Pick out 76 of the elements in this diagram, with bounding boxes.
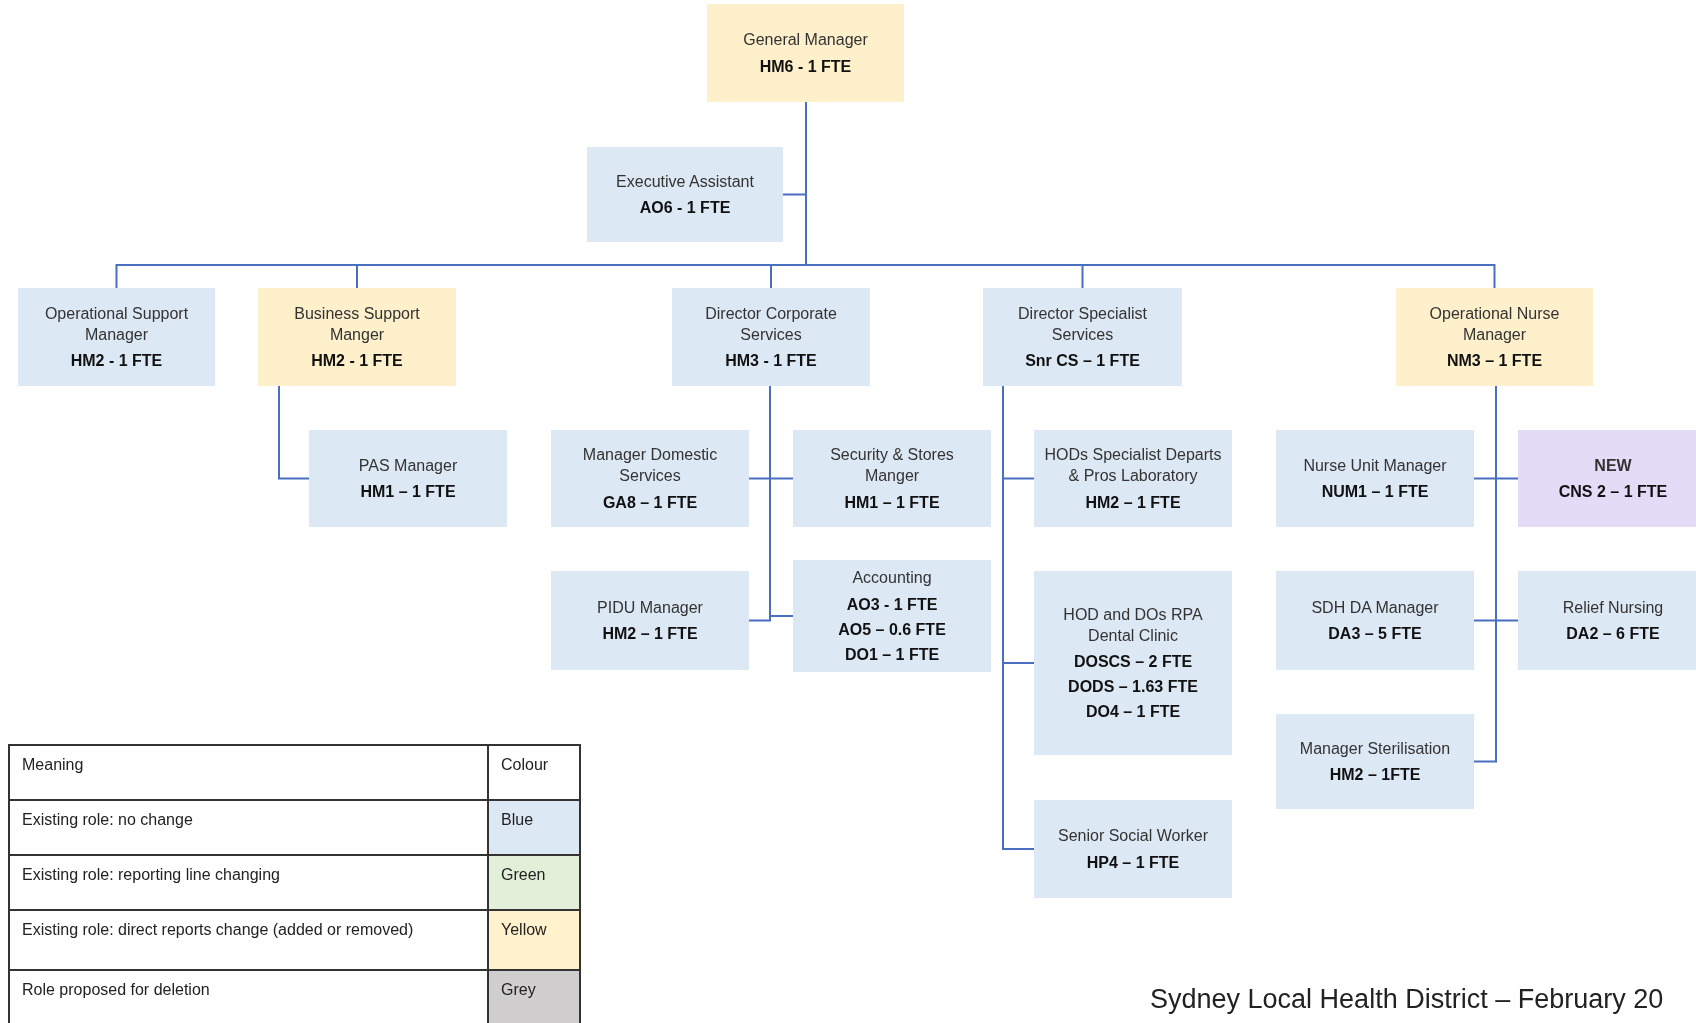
role-title: HOD and DOs RPA Dental Clinic bbox=[1062, 604, 1204, 646]
legend-meaning: Existing role: no change bbox=[10, 801, 489, 856]
grade-fte: HM6 - 1 FTE bbox=[759, 57, 852, 76]
role-title: Executive Assistant bbox=[616, 171, 754, 192]
role-title: Operational Nurse Manager bbox=[1428, 303, 1561, 345]
grade-fte: AO6 - 1 FTE bbox=[639, 199, 731, 218]
legend-swatch: Green bbox=[489, 856, 581, 911]
role-box bbox=[1034, 430, 1232, 527]
grade-fte: HM2 - 1 FTE bbox=[70, 352, 163, 371]
legend-meaning: Existing role: direct reports change (added or removed) bbox=[10, 911, 489, 971]
grade-fte: HM1 – 1 FTE bbox=[360, 483, 456, 502]
legend-swatch: Yellow bbox=[489, 911, 581, 971]
role-title: HODs Specialist Departs & Pros Laboratory bbox=[1043, 445, 1223, 486]
role-box bbox=[309, 430, 507, 527]
role-title: Security & Stores Manger bbox=[829, 445, 955, 486]
role-box bbox=[1518, 571, 1696, 670]
grade-fte: HP4 – 1 FTE bbox=[1086, 853, 1180, 872]
role-box bbox=[672, 288, 870, 386]
role-box bbox=[551, 430, 749, 527]
grade-fte: DA3 – 5 FTE bbox=[1328, 625, 1422, 644]
role-box bbox=[1396, 288, 1593, 386]
grade-fte: CNS 2 – 1 FTE bbox=[1558, 483, 1668, 502]
role-title: Manager Sterilisation bbox=[1299, 738, 1451, 759]
grade-fte: DO1 – 1 FTE bbox=[844, 645, 940, 664]
role-box bbox=[793, 430, 991, 527]
role-box bbox=[1034, 571, 1232, 755]
role-box bbox=[551, 571, 749, 670]
legend-meaning: Existing role: reporting line changing bbox=[10, 856, 489, 911]
role-title: PAS Manager bbox=[358, 455, 458, 476]
reporting-line bbox=[769, 385, 794, 617]
grade-fte: DODS – 1.63 FTE bbox=[1068, 678, 1198, 697]
role-title: NEW bbox=[1594, 455, 1632, 476]
grade-fte: AO3 - 1 FTE bbox=[846, 595, 938, 614]
role-box bbox=[18, 288, 215, 386]
role-box bbox=[1518, 430, 1696, 527]
legend-swatch: Grey bbox=[489, 971, 581, 1023]
grade-fte: HM2 - 1 FTE bbox=[311, 352, 403, 371]
role-box bbox=[1276, 430, 1474, 527]
grade-fte: GA8 – 1 FTE bbox=[602, 493, 698, 512]
role-box bbox=[793, 560, 991, 672]
role-title: Director Corporate Services bbox=[704, 303, 838, 345]
grade-fte: HM2 – 1 FTE bbox=[1085, 493, 1181, 512]
grade-fte: AO5 – 0.6 FTE bbox=[838, 620, 946, 639]
role-title: Manager Domestic Services bbox=[581, 445, 719, 486]
role-title: Accounting bbox=[852, 568, 932, 589]
table-header: Meaning bbox=[10, 746, 489, 801]
role-title: Operational Support Manager bbox=[43, 303, 190, 345]
footer-text: Sydney Local Health District – February 20 bbox=[1150, 984, 1664, 1015]
role-title: Director Specialist Services bbox=[1017, 303, 1148, 345]
grade-fte: NM3 – 1 FTE bbox=[1446, 352, 1543, 371]
role-title: PIDU Manager bbox=[597, 597, 703, 618]
legend-swatch: Blue bbox=[489, 801, 581, 856]
role-title: Business Support Manger bbox=[293, 303, 421, 345]
role-box bbox=[258, 288, 456, 386]
role-box bbox=[983, 288, 1182, 386]
grade-fte: NUM1 – 1 FTE bbox=[1321, 483, 1429, 502]
role-box bbox=[1276, 714, 1474, 809]
grade-fte: DA2 – 6 FTE bbox=[1566, 625, 1660, 644]
role-title: General Manager bbox=[743, 30, 868, 51]
role-box bbox=[1276, 571, 1474, 670]
grade-fte: Snr CS – 1 FTE bbox=[1025, 352, 1140, 371]
grade-fte: HM1 – 1 FTE bbox=[844, 493, 940, 512]
role-box bbox=[707, 4, 904, 102]
role-title: SDH DA Manager bbox=[1311, 597, 1439, 618]
grade-fte: DO4 – 1 FTE bbox=[1085, 703, 1181, 722]
table-header: Colour bbox=[489, 746, 581, 801]
role-title: Relief Nursing bbox=[1562, 597, 1664, 618]
reporting-line bbox=[278, 385, 310, 480]
role-title: Senior Social Worker bbox=[1058, 826, 1208, 847]
grade-fte: HM2 – 1 FTE bbox=[602, 625, 698, 644]
role-box bbox=[587, 147, 783, 242]
role-title: Nurse Unit Manager bbox=[1303, 455, 1447, 476]
grade-fte: DOSCS – 2 FTE bbox=[1073, 653, 1193, 672]
role-box bbox=[1034, 800, 1232, 898]
grade-fte: HM2 – 1FTE bbox=[1329, 766, 1421, 785]
grade-fte: HM3 - 1 FTE bbox=[725, 352, 817, 371]
